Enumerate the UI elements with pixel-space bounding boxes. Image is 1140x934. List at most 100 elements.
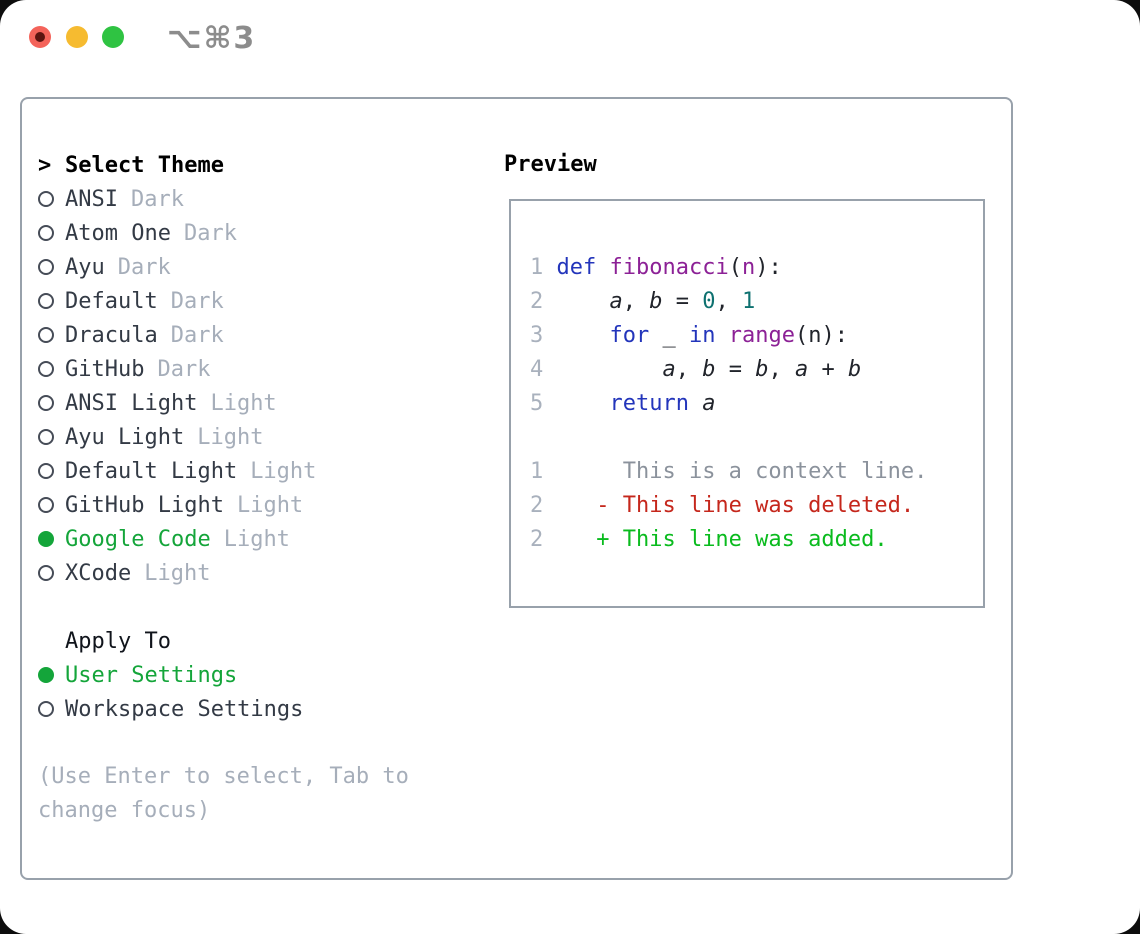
radio-circle-icon	[38, 327, 65, 343]
option-label: Default Light	[65, 458, 238, 484]
radio-circle-icon	[38, 191, 65, 207]
line-number: 5	[530, 391, 544, 416]
code-line: 2 + This line was added.	[530, 523, 983, 557]
theme-picker-title: Select Theme	[65, 152, 224, 178]
theme-option[interactable]: GitHub Dark	[38, 352, 478, 386]
code-token: (	[728, 255, 742, 280]
code-token: b	[847, 357, 862, 382]
radio-dot	[38, 395, 54, 411]
theme-option[interactable]: Ayu Light Light	[38, 420, 478, 454]
code-line: 2 a, b = 0, 1	[530, 285, 983, 319]
radio-circle-icon	[38, 565, 65, 581]
code-token: fibonacci	[609, 255, 729, 280]
apply-to-option[interactable]: User Settings	[38, 658, 478, 692]
radio-dot	[38, 531, 54, 547]
code-token: a	[662, 357, 676, 382]
help-text: (Use Enter to select, Tab to change focu…	[38, 764, 409, 823]
code-token: (n):	[794, 323, 848, 348]
code-line: 4 a, b = b, a + b	[530, 353, 983, 387]
radio-circle-icon	[38, 259, 65, 275]
radio-dot	[38, 497, 54, 513]
code-token	[689, 391, 702, 416]
maximize-button[interactable]	[102, 26, 124, 48]
option-label: Google Code	[65, 526, 211, 552]
radio-dot	[38, 191, 54, 207]
code-token: _	[662, 323, 676, 348]
minimize-button[interactable]	[66, 26, 88, 48]
option-variant-label: Dark	[183, 220, 237, 246]
code-token: a	[794, 357, 809, 382]
code-token: n	[741, 255, 756, 280]
code-token	[596, 255, 609, 280]
radio-dot	[38, 701, 54, 717]
code-token: 1	[741, 289, 756, 314]
radio-dot	[38, 463, 54, 479]
titlebar: ⌥⌘3	[0, 0, 1140, 74]
option-variant-label: Light	[250, 458, 317, 484]
option-variant-label: Dark	[130, 186, 184, 212]
option-label: User Settings	[65, 662, 238, 688]
line-number: 3	[530, 323, 544, 348]
close-button[interactable]	[29, 26, 51, 48]
apply-to-title: Apply To	[65, 628, 171, 654]
code-token: +	[808, 357, 848, 382]
code-line: 1 def fibonacci(n):	[530, 251, 983, 285]
code-line: 3 for _ in range(n):	[530, 319, 983, 353]
code-token	[676, 323, 689, 348]
radio-dot	[38, 327, 54, 343]
apply-to-option[interactable]: Workspace Settings	[38, 692, 478, 726]
line-number: 2	[530, 493, 544, 518]
option-variant-label: Dark	[170, 288, 224, 314]
theme-option[interactable]: Google Code Light	[38, 522, 478, 556]
option-variant-label: Light	[197, 424, 264, 450]
option-label: XCode	[65, 560, 132, 586]
option-variant-label: Dark	[157, 356, 211, 382]
radio-circle-icon	[38, 463, 65, 479]
code-token: range	[728, 323, 795, 348]
option-variant-label: Light	[210, 390, 277, 416]
code-token: =	[662, 289, 703, 314]
radio-circle-icon	[38, 701, 65, 717]
code-line: 2 - This line was deleted.	[530, 489, 983, 523]
code-token: ,	[675, 357, 703, 382]
theme-option[interactable]: Default Light Light	[38, 454, 478, 488]
code-token: return	[609, 391, 689, 416]
option-label: GitHub	[65, 356, 145, 382]
line-number: 1	[530, 255, 544, 280]
option-variant-label: Dark	[170, 322, 224, 348]
code-token	[649, 323, 662, 348]
code-token: This is a context line.	[543, 459, 928, 484]
code-token: b	[755, 357, 769, 382]
option-label: Ayu Light	[65, 424, 185, 450]
radio-circle-icon	[38, 497, 65, 513]
code-token: def	[556, 255, 597, 280]
code-token	[543, 255, 556, 280]
preview-title: Preview	[504, 152, 597, 177]
code-token	[543, 391, 609, 416]
theme-picker-header: > Select Theme	[38, 148, 478, 182]
code-line: 1 This is a context line.	[530, 455, 983, 489]
radio-dot	[38, 565, 54, 581]
code-token	[543, 323, 609, 348]
apply-to-header: Apply To	[38, 624, 478, 658]
code-token: in	[688, 323, 716, 348]
option-variant-label: Light	[223, 526, 290, 552]
radio-circle-icon	[38, 361, 65, 377]
code-token: 0	[702, 289, 716, 314]
radio-dot	[38, 667, 54, 683]
radio-dot	[38, 429, 54, 445]
